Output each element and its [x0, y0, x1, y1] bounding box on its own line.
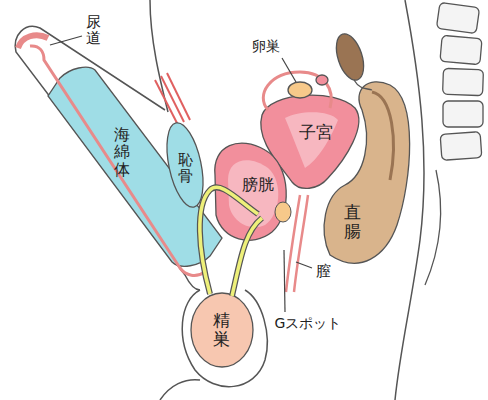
- organ-label: 恥骨: [178, 152, 193, 185]
- callout-label: 膣: [316, 262, 331, 281]
- callout-label-text: 卵巣: [252, 38, 280, 56]
- organ-label: 膀胱: [242, 175, 274, 196]
- penis: [18, 35, 222, 275]
- muscle: [155, 73, 190, 125]
- organ-label: 海綿体: [114, 126, 130, 179]
- organ-region: 膀胱: [242, 175, 274, 196]
- ovary: [263, 72, 331, 110]
- vas-deferens-fill: [200, 187, 262, 296]
- organ-region: 直腸: [344, 203, 361, 240]
- organ-region: 恥骨: [178, 152, 193, 185]
- testis: [191, 293, 253, 367]
- leader-line: [50, 36, 312, 312]
- callout-label: 尿道: [86, 14, 101, 47]
- organ-region: 子宮: [299, 121, 333, 144]
- organ-label: 直腸: [344, 203, 361, 240]
- organ-region: 海綿体: [114, 126, 130, 179]
- callout-label-text: 尿道: [86, 14, 101, 47]
- rectum: [324, 30, 410, 263]
- callout-label-text: 膣: [316, 262, 331, 281]
- body-outline: [15, 0, 424, 400]
- vas-deferens: [200, 187, 262, 296]
- organ-label: 精巣: [213, 311, 230, 348]
- callout-label: 卵巣: [252, 38, 280, 56]
- organ-label: 子宮: [299, 121, 333, 144]
- callout-label: Gスポット: [275, 315, 342, 333]
- vagina: [286, 195, 308, 292]
- callout-label-text: Gスポット: [275, 315, 342, 333]
- spine: [425, 2, 483, 285]
- organ-region: 精巣: [213, 311, 230, 348]
